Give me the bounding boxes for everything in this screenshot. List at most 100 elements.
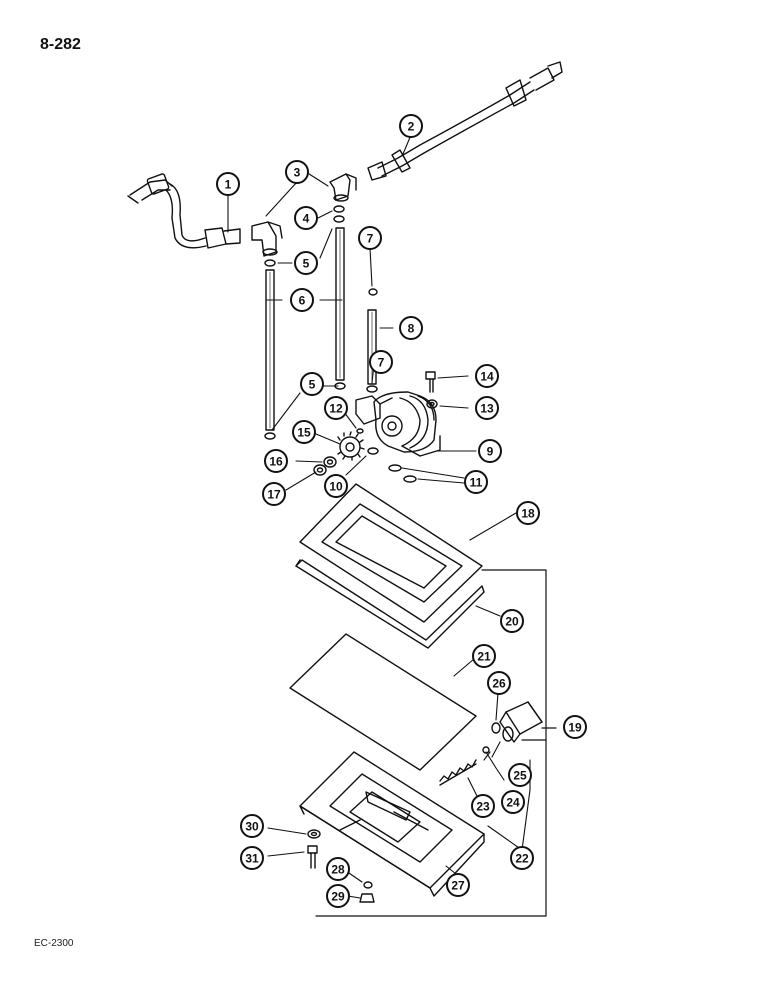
bolt-31 [307,845,318,869]
callout-circle [324,474,348,498]
callout-circle [475,364,499,388]
callout-20: 20 [500,609,524,633]
callout-9: 9 [478,439,502,463]
callout-6: 6 [290,288,314,312]
callout-label: 6 [299,294,306,308]
callout-16: 16 [264,449,288,473]
callout-23: 23 [471,794,495,818]
spring-23 [439,759,477,786]
leader-lines [227,134,531,899]
washer-17 [313,464,327,476]
callout-29: 29 [326,884,350,908]
callout-circle [464,470,488,494]
callout-label: 1 [225,178,232,192]
callout-label: 19 [568,721,582,735]
right-hose [367,61,563,181]
callout-circle [324,396,348,420]
callout-27: 27 [446,873,470,897]
callout-circle [300,372,324,396]
callout-5a: 5 [294,251,318,275]
callout-circle [487,671,511,695]
plug-29 [359,893,375,903]
callout-label: 2 [408,120,415,134]
callout-circle [399,316,423,340]
pump-body [355,391,441,457]
callout-21: 21 [472,644,496,668]
callout-circle [478,439,502,463]
valve-25 [499,701,543,743]
callout-circle [294,206,318,230]
callout-25: 25 [508,763,532,787]
callout-label: 13 [480,402,494,416]
callout-circle [358,226,382,250]
callout-label: 22 [515,852,529,866]
callout-14: 14 [475,364,499,388]
callout-circle [472,644,496,668]
callout-1: 1 [216,172,240,196]
callout-label: 18 [521,507,535,521]
callout-label: 26 [492,677,506,691]
callout-11: 11 [464,470,488,494]
callout-label: 28 [331,863,345,877]
callout-5b: 5 [300,372,324,396]
callout-circle [292,420,316,444]
callout-30: 30 [240,814,264,838]
callout-18: 18 [516,501,540,525]
callout-28: 28 [326,857,350,881]
callout-circle [326,884,350,908]
gasket-18 [299,483,483,623]
callout-label: 17 [267,488,281,502]
callout-8: 8 [399,316,423,340]
callout-label: 8 [408,322,415,336]
callout-label: 4 [303,212,310,226]
plate-20 [295,559,485,649]
callout-circle [240,814,264,838]
gear-15 [337,431,365,461]
callout-10: 10 [324,474,348,498]
callout-2: 2 [399,114,423,138]
elbow-fitting-right [329,173,357,202]
callout-label: 31 [245,852,259,866]
callout-12: 12 [324,396,348,420]
callout-13: 13 [475,396,499,420]
bolt-14 [425,371,436,393]
callout-label: 23 [476,800,490,814]
page-number: 8-282 [40,36,81,53]
valve-body-27 [299,751,485,897]
callout-circle [475,396,499,420]
o-rings [264,205,501,889]
left-pipe [127,173,241,249]
callout-circle [290,288,314,312]
callout-7a: 7 [358,226,382,250]
callout-circle [264,449,288,473]
callout-7b: 7 [369,350,393,374]
callout-circle [501,790,525,814]
tubes [265,227,377,431]
callout-24: 24 [501,790,525,814]
callout-circle [399,114,423,138]
callout-15: 15 [292,420,316,444]
callout-3: 3 [285,160,309,184]
callout-label: 11 [470,476,483,490]
callout-label: 5 [303,257,310,271]
callout-label: 30 [245,820,259,834]
gasket-21 [289,633,477,771]
callout-label: 7 [367,232,374,246]
callout-label: 29 [331,890,345,904]
assembly-bracket-19 [315,569,557,917]
callout-label: 12 [329,402,343,416]
callout-circle [369,350,393,374]
callout-label: 24 [506,796,520,810]
callout-circle [471,794,495,818]
callout-19: 19 [563,715,587,739]
callout-label: 25 [513,769,527,783]
callout-label: 15 [297,426,311,440]
callout-circle [500,609,524,633]
callout-circle [240,846,264,870]
callout-22: 22 [510,846,534,870]
callout-31: 31 [240,846,264,870]
callout-circle [262,482,286,506]
callout-label: 16 [269,455,283,469]
